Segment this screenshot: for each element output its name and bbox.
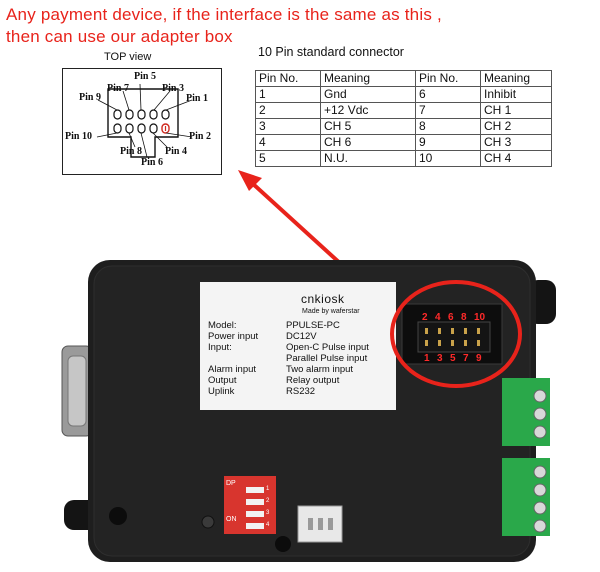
dip-number-2: 2 bbox=[266, 498, 270, 504]
dip-number-1: 1 bbox=[266, 486, 270, 492]
table-cell: CH 4 bbox=[480, 150, 552, 167]
dip-label-dp: DP bbox=[226, 480, 236, 487]
spec-key-alarm: Alarm input bbox=[208, 364, 257, 375]
table-row: 1 Gnd 6 Inhibit bbox=[255, 86, 552, 103]
pin-label-7: Pin 7 bbox=[107, 83, 129, 94]
pin-hole-1 bbox=[161, 109, 170, 120]
pin-hole-5 bbox=[137, 109, 146, 120]
device-pin-7: 7 bbox=[463, 353, 469, 364]
pin-hole-3 bbox=[149, 109, 158, 120]
spec-value-alarm: Two alarm input bbox=[286, 364, 354, 375]
spec-key-output: Output bbox=[208, 375, 237, 386]
device-pin-6: 6 bbox=[448, 312, 454, 323]
table-cell: 10 bbox=[415, 150, 481, 167]
spec-key-uplink: Uplink bbox=[208, 386, 235, 397]
pin-label-9: Pin 9 bbox=[79, 92, 101, 103]
spec-key-model: Model: bbox=[208, 320, 237, 331]
adapter-device-photo: cnkiosk Made by waferstar Model: PPULSE-… bbox=[58, 254, 588, 566]
table-header-row: Pin No. Meaning Pin No. Meaning bbox=[255, 70, 552, 87]
pin-meaning-table: Pin No. Meaning Pin No. Meaning 1 Gnd 6 … bbox=[255, 70, 552, 167]
spec-value-model: PPULSE-PC bbox=[286, 320, 340, 331]
spec-value-input-2: Parallel Pulse input bbox=[286, 353, 368, 364]
spec-key-power: Power input bbox=[208, 331, 259, 342]
device-pin-8: 8 bbox=[461, 312, 467, 323]
spec-key-input: Input: bbox=[208, 342, 232, 353]
spec-value-output: Relay output bbox=[286, 375, 340, 386]
pin-hole-6 bbox=[137, 123, 146, 134]
header-pin-no-2: Pin No. bbox=[415, 70, 481, 87]
headline-line-1: Any payment device, if the interface is … bbox=[6, 5, 442, 24]
pin-hole-9 bbox=[113, 109, 122, 120]
pin-diagram: Pin 5 Pin 7 Pin 3 Pin 9 Pin 1 Pin 10 Pin… bbox=[62, 68, 222, 175]
pin-label-10: Pin 10 bbox=[65, 131, 92, 142]
dip-label-on: ON bbox=[226, 516, 237, 523]
pin-label-5: Pin 5 bbox=[134, 71, 156, 82]
device-pin-4: 4 bbox=[435, 312, 441, 323]
table-row: 4 CH 6 9 CH 3 bbox=[255, 134, 552, 151]
pin-hole-7 bbox=[125, 109, 134, 120]
pin-label-8: Pin 8 bbox=[120, 146, 142, 157]
dip-number-4: 4 bbox=[266, 522, 270, 528]
pin-hole-8 bbox=[125, 123, 134, 134]
table-cell: Inhibit bbox=[480, 86, 552, 103]
pin-label-1: Pin 1 bbox=[186, 93, 208, 104]
device-brand: cnkiosk bbox=[301, 292, 345, 306]
table-row: 5 N.U. 10 CH 4 bbox=[255, 150, 552, 167]
header-pin-no-1: Pin No. bbox=[255, 70, 321, 87]
dip-number-3: 3 bbox=[266, 510, 270, 516]
pin-label-3: Pin 3 bbox=[162, 83, 184, 94]
spec-value-input-1: Open-C Pulse input bbox=[286, 342, 369, 353]
pin-label-4: Pin 4 bbox=[165, 146, 187, 157]
connector-outline-drawing bbox=[96, 83, 193, 158]
device-body-drawing bbox=[61, 260, 556, 562]
device-pin-10: 10 bbox=[474, 312, 486, 323]
device-pin-5: 5 bbox=[450, 353, 456, 364]
table-cell: N.U. bbox=[320, 150, 416, 167]
spec-value-uplink: RS232 bbox=[286, 386, 316, 397]
device-made-by: Made by waferstar bbox=[302, 308, 360, 315]
table-cell: CH 6 bbox=[320, 134, 416, 151]
spec-value-power: DC12V bbox=[286, 331, 317, 342]
device-pin-2: 2 bbox=[422, 312, 428, 323]
headline-line-2: then can use our adapter box bbox=[6, 27, 233, 46]
pin-hole-10 bbox=[113, 123, 122, 134]
device-pin-1: 1 bbox=[424, 353, 430, 364]
pin-label-2: Pin 2 bbox=[189, 131, 211, 142]
top-view-label: TOP view bbox=[104, 51, 152, 63]
device-pin-3: 3 bbox=[437, 353, 443, 364]
table-cell: CH 3 bbox=[480, 134, 552, 151]
device-pin-9: 9 bbox=[476, 353, 482, 364]
connector-title: 10 Pin standard connector bbox=[258, 45, 404, 59]
pin-label-6: Pin 6 bbox=[141, 157, 163, 168]
table-cell: 5 bbox=[255, 150, 321, 167]
